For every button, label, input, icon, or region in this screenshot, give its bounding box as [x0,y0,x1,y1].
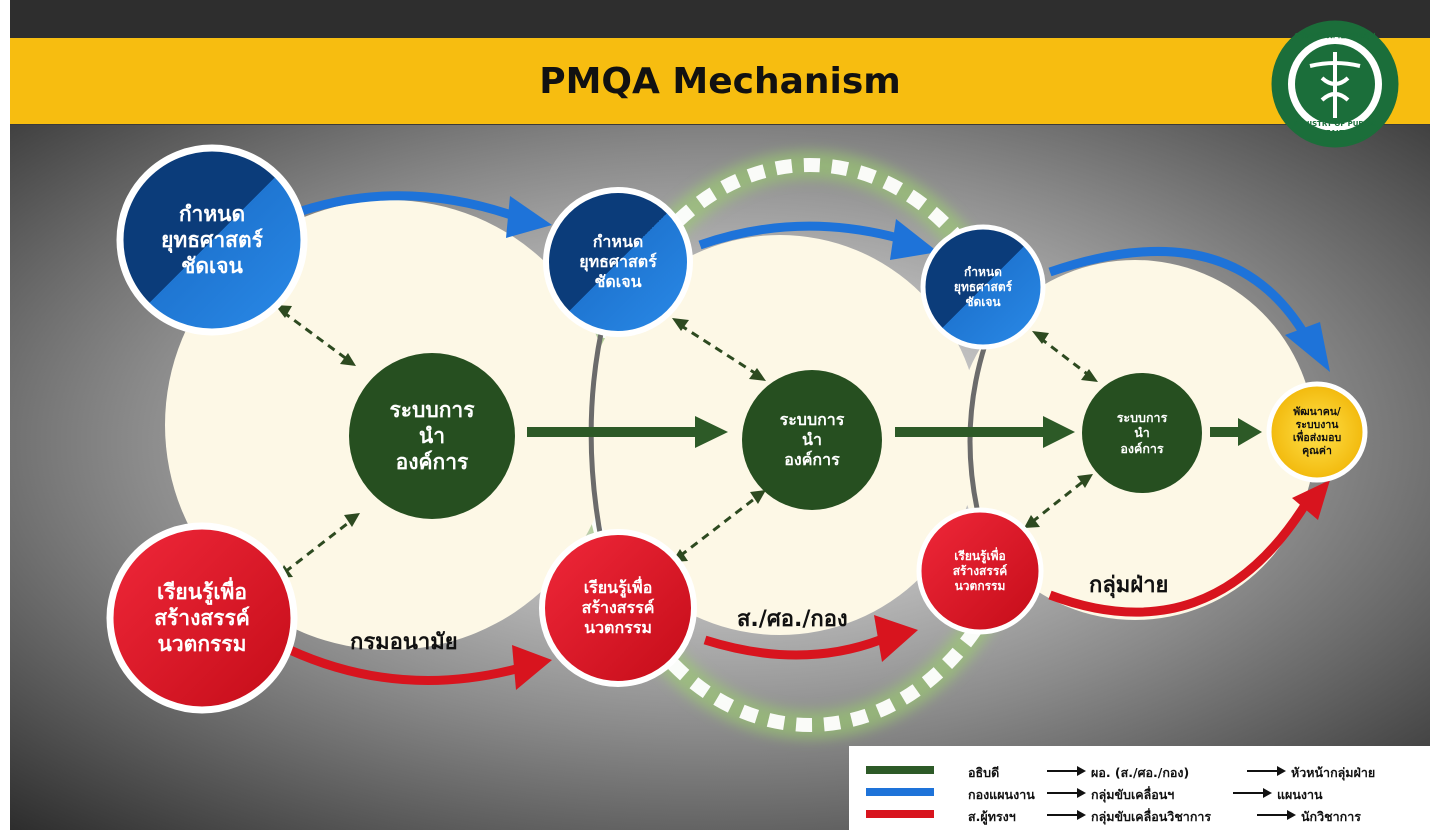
legend-arrows [1047,766,1296,820]
learning-circle-3 [916,507,1044,635]
group-label-department: กรมอนามัย [350,630,458,655]
dashed-links [282,310,1091,574]
legend-red-from: ส.ผู้ทรงฯ [968,809,1016,824]
group-label-division: ส./ศอ./กอง [737,607,848,632]
goal-circle [1266,381,1368,483]
ministry-logo [1271,20,1399,148]
dashed-link-heads [275,305,1098,578]
leadership-circle-2 [742,370,882,510]
legend-green-from: อธิบดี [968,765,1000,780]
caduceus-icon [1309,52,1361,118]
legend-swatch-green [866,766,934,774]
legend-panel [849,746,1439,830]
legend-blue-mid: กลุ่มขับเคลื่อนฯ [1091,787,1175,802]
top-dark-band [10,0,1430,38]
leadership-circle-1 [349,353,515,519]
strategy-circle-2 [543,187,693,337]
red-flow [288,480,1330,690]
strategy-circle-1 [116,144,308,336]
legend-red-to: นักวิชาการ [1301,809,1361,824]
legend-green-to: หัวหน้ากลุ่มฝ่าย [1291,765,1376,780]
legend-red-mid: กลุ่มขับเคลื่อนวิชาการ [1091,809,1212,824]
legend-swatch-blue [866,788,934,796]
leadership-circle-3 [1082,373,1202,493]
legend-blue-from: กองแผนงาน [968,787,1035,802]
learning-circle-2 [539,529,697,687]
green-flow [527,416,1262,448]
page-title: PMQA Mechanism [539,60,901,102]
learning-circle-1 [106,522,298,714]
group-label-section: กลุ่มฝ่าย [1089,573,1169,598]
legend-green-mid: ผอ. (ส./ศอ./กอง) [1091,765,1190,780]
blue-flow [288,191,1330,372]
legend-blue-to: แผนงาน [1277,787,1323,802]
legend-swatch-red [866,810,934,818]
title-band [10,38,1430,124]
strategy-circle-3 [920,224,1046,350]
